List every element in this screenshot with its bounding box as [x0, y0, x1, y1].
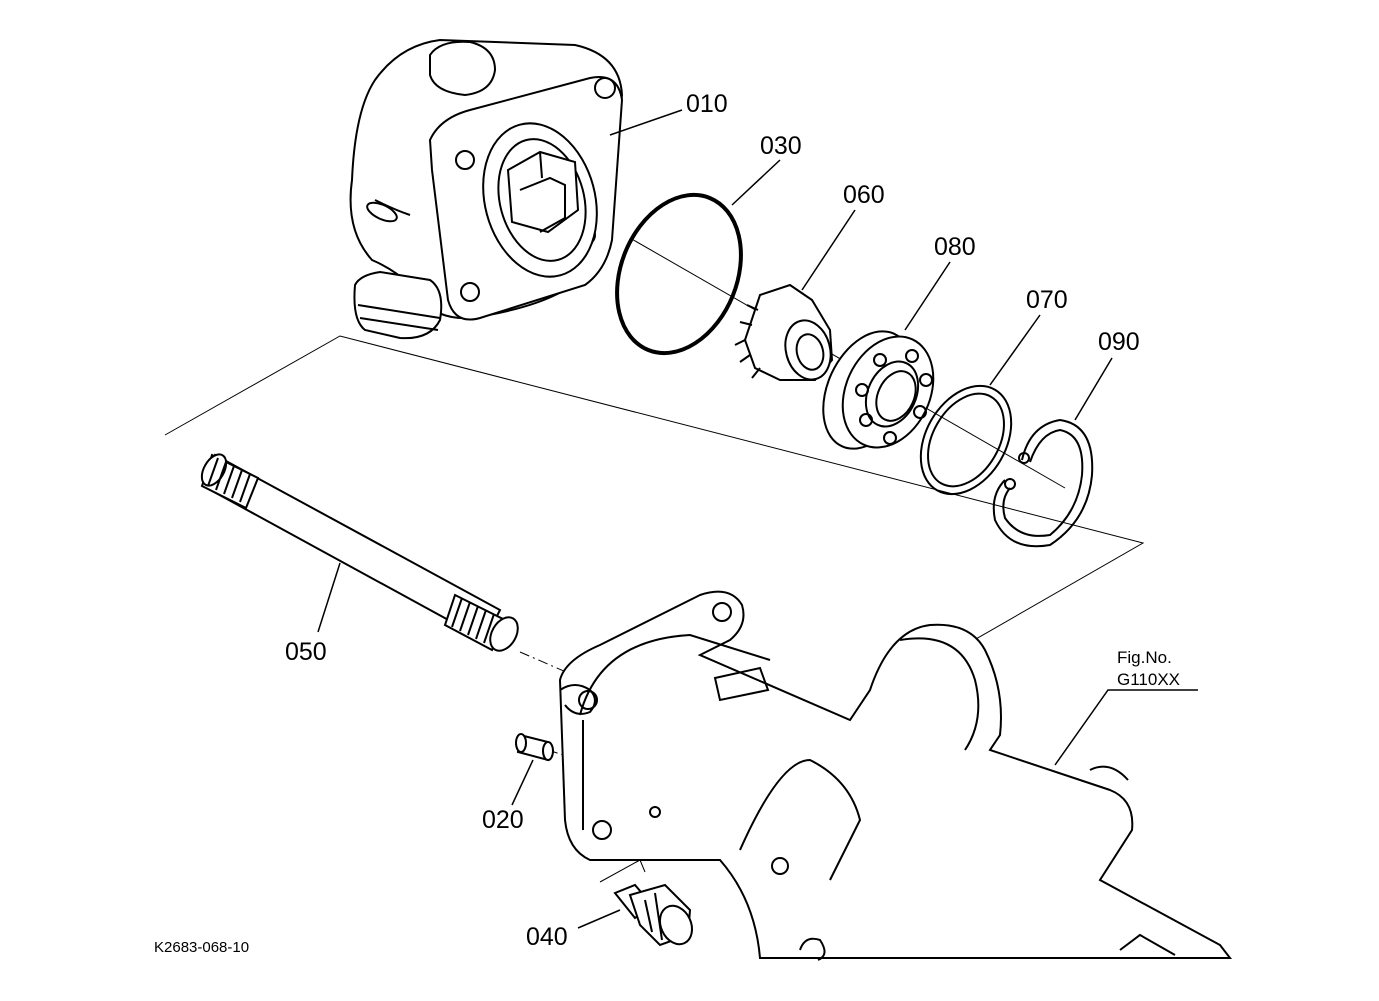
- part-040-plug-switch[interactable]: [599, 859, 698, 949]
- main-transmission-case: [558, 590, 1233, 961]
- leader-010: [609, 109, 683, 136]
- part-050-splined-shaft[interactable]: [197, 450, 524, 655]
- part-090-internal-circlip[interactable]: [992, 418, 1094, 548]
- leader-060: [801, 209, 856, 291]
- leader-070: [989, 314, 1041, 386]
- leader-090: [1074, 357, 1113, 421]
- figure-ref-line2: G110XX: [1117, 670, 1180, 689]
- label-070: 070: [1026, 286, 1068, 314]
- leader-050: [317, 562, 341, 633]
- leader-040: [577, 909, 621, 929]
- leader-figure-ref: [1054, 689, 1198, 766]
- label-020: 020: [482, 806, 524, 834]
- figure-ref-line1: Fig.No.: [1117, 648, 1172, 667]
- part-070-snap-ring[interactable]: [902, 370, 1029, 510]
- label-030: 030: [760, 132, 802, 160]
- part-030-o-ring[interactable]: [595, 176, 764, 372]
- leader-030: [731, 159, 781, 206]
- label-050: 050: [285, 638, 327, 666]
- leader-080: [904, 261, 951, 331]
- part-060-bevel-gear[interactable]: [734, 283, 837, 385]
- drawing-code: K2683-068-10: [154, 939, 249, 956]
- label-060: 060: [843, 181, 885, 209]
- leader-020: [511, 759, 534, 806]
- label-080: 080: [934, 233, 976, 261]
- assembly-bracket: [164, 335, 1145, 671]
- label-090: 090: [1098, 328, 1140, 356]
- part-010-housing[interactable]: [349, 38, 624, 340]
- part-020-dowel-pin[interactable]: [515, 733, 554, 762]
- label-040: 040: [526, 923, 568, 951]
- label-010: 010: [686, 90, 728, 118]
- part-080-ball-bearing[interactable]: [806, 317, 951, 463]
